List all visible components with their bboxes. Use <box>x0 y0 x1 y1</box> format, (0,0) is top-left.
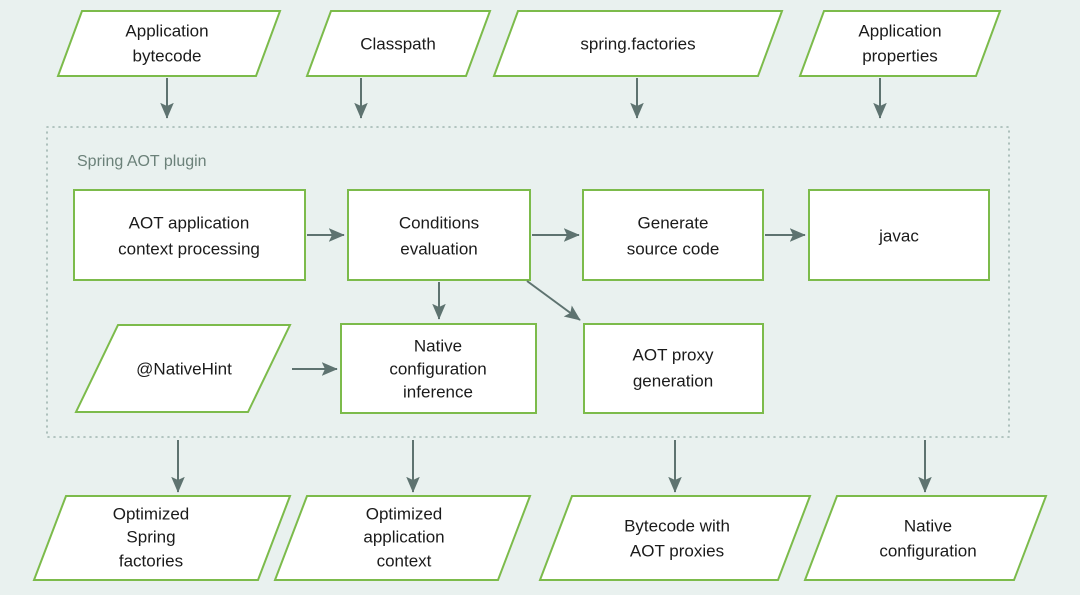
input-application-bytecode[interactable]: Application bytecode <box>56 10 282 77</box>
process-generate-source-code-label-line-1: Generate <box>638 213 709 232</box>
output-optimized-application-context-shape <box>273 495 532 581</box>
spring-aot-plugin-title: Spring AOT plugin <box>77 153 207 170</box>
input-classpath-shape <box>305 10 492 77</box>
process-conditions-evaluation-label-line-2: evaluation <box>400 239 478 258</box>
process-conditions-evaluation-label-line-1: Conditions <box>399 213 479 232</box>
process-native-hint-shape <box>74 324 292 413</box>
input-application-bytecode-label-line-2: bytecode <box>133 46 202 65</box>
process-generate-source-code-shape <box>582 189 764 281</box>
process-native-configuration-inference-label-line-2: configuration <box>389 359 486 378</box>
input-spring-factories-label: spring.factories <box>580 34 695 53</box>
output-bytecode-with-aot-proxies[interactable]: Bytecode with AOT proxies <box>538 495 812 581</box>
process-javac-shape <box>808 189 990 281</box>
process-native-configuration-inference-shape <box>340 323 537 414</box>
input-application-properties-label-line-1: Application <box>858 21 941 40</box>
output-bytecode-with-aot-proxies-label-line-1: Bytecode with <box>624 516 730 535</box>
output-native-configuration-label-line-1: Native <box>904 516 952 535</box>
output-optimized-spring-factories-shape <box>32 495 292 581</box>
input-spring-factories[interactable]: spring.factories <box>492 10 784 77</box>
process-native-hint-label: @NativeHint <box>136 359 232 378</box>
process-conditions-evaluation[interactable]: Conditions evaluation <box>347 189 531 281</box>
process-aot-proxy-generation[interactable]: AOT proxy generation <box>583 323 764 414</box>
output-optimized-application-context-label-line-2: application <box>363 527 444 546</box>
process-generate-source-code-label-line-2: source code <box>627 239 720 258</box>
process-aot-proxy-generation-label-line-2: generation <box>633 371 713 390</box>
input-spring-factories-shape <box>492 10 784 77</box>
input-application-properties-shape <box>798 10 1002 77</box>
process-javac-label: javac <box>878 226 919 245</box>
process-aot-proxy-generation-label-line-1: AOT proxy <box>633 345 714 364</box>
process-native-hint[interactable]: @NativeHint <box>74 324 292 413</box>
output-bytecode-with-aot-proxies-label-line-2: AOT proxies <box>630 541 724 560</box>
input-application-properties-label-line-2: properties <box>862 46 938 65</box>
process-conditions-evaluation-shape <box>347 189 531 281</box>
output-optimized-application-context-label-line-1: Optimized <box>366 504 443 523</box>
spring-aot-plugin-group <box>46 126 1010 438</box>
input-application-properties[interactable]: Application properties <box>798 10 1002 77</box>
process-aot-application-context-processing-shape <box>73 189 306 281</box>
process-aot-application-context-processing[interactable]: AOT application context processing <box>73 189 306 281</box>
output-optimized-spring-factories[interactable]: Optimized Spring factories <box>32 495 292 581</box>
output-native-configuration[interactable]: Native configuration <box>803 495 1048 581</box>
input-classpath[interactable]: Classpath <box>305 10 492 77</box>
process-aot-application-context-processing-label-line-2: context processing <box>118 239 260 258</box>
process-generate-source-code[interactable]: Generate source code <box>582 189 764 281</box>
input-application-bytecode-shape <box>56 10 282 77</box>
process-native-configuration-inference[interactable]: Native configuration inference <box>340 323 537 414</box>
output-optimized-application-context-label-line-3: context <box>377 551 432 570</box>
input-classpath-label: Classpath <box>360 34 436 53</box>
output-bytecode-with-aot-proxies-shape <box>538 495 812 581</box>
process-aot-application-context-processing-label-line-1: AOT application <box>129 213 250 232</box>
output-optimized-spring-factories-label-line-3: factories <box>119 551 183 570</box>
input-application-bytecode-label-line-1: Application <box>125 21 208 40</box>
process-javac[interactable]: javac <box>808 189 990 281</box>
output-optimized-spring-factories-label-line-2: Spring <box>126 527 175 546</box>
output-optimized-spring-factories-label-line-1: Optimized <box>113 504 190 523</box>
output-optimized-application-context[interactable]: Optimized application context <box>273 495 532 581</box>
process-aot-proxy-generation-shape <box>583 323 764 414</box>
process-native-configuration-inference-label-line-3: inference <box>403 382 473 401</box>
edge-conditions-to-aot-proxy-generation <box>526 280 581 321</box>
output-native-configuration-label-line-2: configuration <box>879 541 976 560</box>
process-native-configuration-inference-label-line-1: Native <box>414 336 462 355</box>
output-native-configuration-shape <box>803 495 1048 581</box>
